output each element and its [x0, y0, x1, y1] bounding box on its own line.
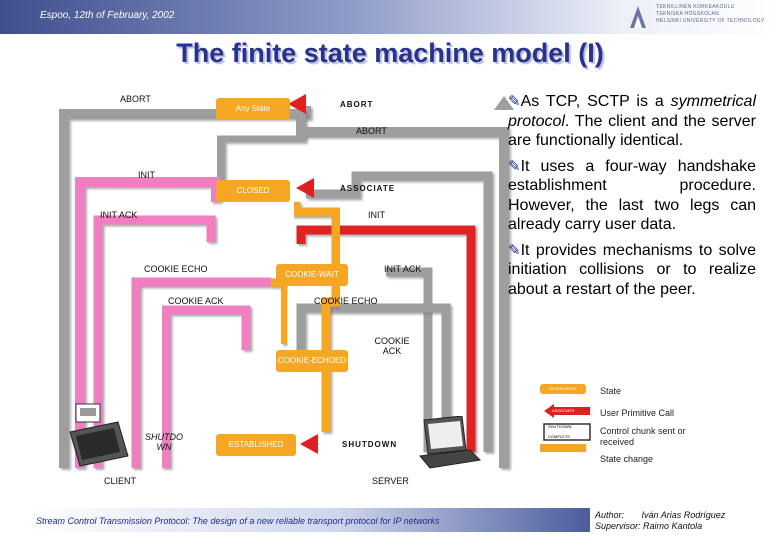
init-ack-client-arrow	[93, 215, 216, 468]
cookiewait-to-echoed-arrow	[271, 277, 291, 344]
state-cookie-echoed: COOKIE-ECHOED	[276, 350, 348, 372]
label-cookie-ack-left: COOKIE ACK	[168, 296, 224, 306]
legend-chunk-text-top: SHUTDOWN	[548, 424, 572, 429]
author-block: Author: Iván Arias Rodríguez Supervisor:…	[595, 510, 725, 532]
diagram-arrows	[59, 94, 514, 468]
state-any: Any State	[216, 98, 290, 120]
bullet-text: As TCP, SCTP is a	[520, 93, 671, 110]
cookie-ack-client-arrow	[161, 305, 251, 468]
label-init-ack-left: INIT ACK	[100, 210, 138, 220]
state-closed: CLOSED	[216, 180, 290, 202]
footer-text: Stream Control Transmission Protocol: Th…	[36, 516, 440, 526]
closed-return-arrow	[217, 134, 306, 184]
legend-primitive-swatch	[544, 404, 590, 418]
label-associate: ASSOCIATE	[340, 184, 396, 193]
label-init-right: INIT	[368, 210, 385, 220]
label-abort-primitive: ABORT	[340, 100, 374, 109]
client-computer-icon	[69, 403, 129, 467]
label-cookie-echo-right: COOKIE ECHO	[314, 296, 378, 306]
logo-line: TEKNILLINEN KORKEAKOULU	[656, 4, 735, 10]
bullet-text: It uses a four-way handshake establishme…	[508, 157, 756, 234]
init-ack-server-arrow	[386, 267, 433, 452]
abort-server-loop-arrow	[296, 110, 509, 468]
legend-primitive-text: ASSOCIATE	[552, 408, 575, 413]
label-init-ack-right: INIT ACK	[384, 264, 422, 274]
cookie-echo-client-arrow	[131, 277, 271, 468]
supervisor-label: Supervisor:	[595, 521, 641, 531]
slide-title: The finite state machine model (I)	[176, 38, 604, 68]
init-server-arrow	[296, 225, 476, 452]
bullet-text: It provides mechanisms to solve initiati…	[508, 241, 756, 298]
author-name: Iván Arias Rodríguez	[641, 510, 726, 520]
university-logo-icon	[630, 6, 646, 28]
label-abort-top: ABORT	[120, 94, 151, 104]
legend-primitive-label: User Primitive Call	[600, 408, 675, 418]
state-cookie-wait: COOKIE-WAIT	[276, 264, 348, 286]
logo-line: HELSINKI UNIVERSITY OF TECHNOLOGY	[656, 18, 765, 24]
legend-chunk-swatch	[543, 423, 591, 441]
bullet-mark-icon: ✎	[508, 157, 521, 175]
header-bar	[0, 0, 780, 34]
server-computer-icon	[419, 416, 482, 469]
closed-to-established-arrow	[291, 202, 341, 432]
bullet-emphasis: symmetrical protocol	[508, 93, 756, 130]
author-label: Author:	[595, 510, 625, 520]
legend-chunk-text-bottom: COMPLETE	[548, 434, 571, 439]
legend: ESTABLISHED State ASSOCIATE User Primiti…	[540, 382, 720, 468]
bullet-item: ✎It uses a four-way handshake establishm…	[508, 157, 756, 235]
legend-state-label: State	[600, 386, 622, 396]
state-diagram: Any State CLOSED COOKIE-WAIT COOKIE-ECHO…	[56, 92, 516, 492]
cookie-echo-server-arrow	[296, 303, 451, 452]
closed-to-server-arrow	[306, 171, 493, 452]
label-server: SERVER	[372, 476, 409, 486]
label-cookie-echo-left: COOKIE ECHO	[144, 264, 208, 274]
legend-statechange-swatch	[540, 444, 586, 452]
legend-chunk-label: Control chunk sent or received	[600, 426, 686, 447]
bullet-mark-icon: ✎	[508, 93, 521, 110]
label-client: CLIENT	[104, 476, 137, 486]
bullet-item: ✎As TCP, SCTP is a symmetrical protocol.…	[508, 92, 756, 151]
label-shutdown-left: SHUTDO WN	[145, 432, 183, 452]
bullet-list: ✎As TCP, SCTP is a symmetrical protocol.…	[508, 92, 756, 305]
supervisor-name: Raimo Kantola	[643, 521, 703, 531]
label-cookie-ack-right: COOKIE ACK	[374, 336, 410, 356]
legend-state-swatch: ESTABLISHED	[540, 384, 586, 394]
state-established: ESTABLISHED	[216, 434, 296, 456]
label-shutdown: SHUTDOWN	[342, 440, 398, 449]
label-abort-received: ABORT	[356, 126, 387, 136]
legend-statechange-label: State change	[600, 454, 654, 464]
bullet-mark-icon: ✎	[508, 241, 521, 259]
university-name: TEKNILLINEN KORKEAKOULU TEKNISKA HÖGSKOL…	[656, 4, 765, 25]
bullet-text: . The client and the server are function…	[508, 112, 756, 150]
bullet-item: ✎It provides mechanisms to solve initiat…	[508, 241, 756, 300]
logo-line: TEKNISKA HÖGSKOLAN	[656, 11, 719, 17]
footer-bar	[30, 508, 590, 532]
header-date: Espoo, 12th of February, 2002	[40, 10, 175, 21]
label-init-left: INIT	[138, 170, 155, 180]
